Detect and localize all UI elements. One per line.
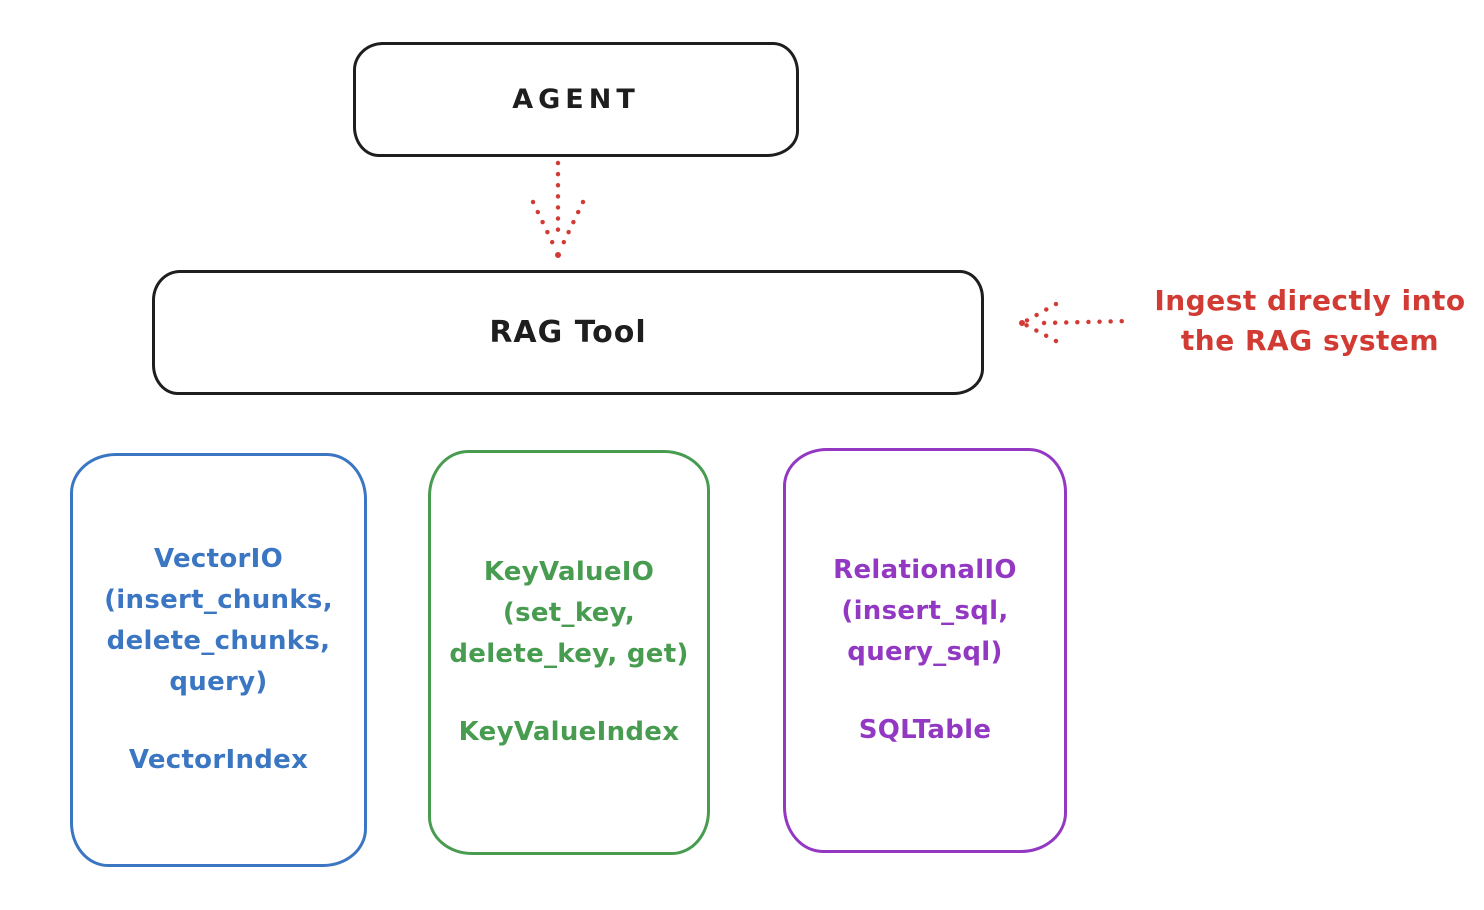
relational-io-text: RelationalIO (insert_sql, query_sql) SQL… (833, 550, 1017, 751)
spacer (104, 703, 333, 740)
agent-label: AGENT (512, 84, 640, 115)
backend-index-label: KeyValueIndex (458, 717, 680, 747)
spacer (833, 673, 1017, 710)
backend-title: RelationalIO (833, 555, 1017, 585)
backend-method-line: query) (169, 667, 268, 697)
backend-title: KeyValueIO (483, 557, 655, 587)
ingest-annotation-arrow (1019, 301, 1133, 344)
key-value-io-text: KeyValueIO (set_key, delete_key, get) Ke… (449, 552, 688, 753)
ingest-annotation-line1: Ingest directly into (1154, 284, 1466, 317)
agent-to-rag-tool-arrow (530, 160, 586, 258)
relational-io-box: RelationalIO (insert_sql, query_sql) SQL… (783, 448, 1067, 853)
backend-index-label: VectorIndex (128, 745, 309, 775)
vector-io-text: VectorIO (insert_chunks, delete_chunks, … (104, 539, 333, 781)
ingest-annotation-line2: the RAG system (1180, 324, 1440, 357)
key-value-io-box: KeyValueIO (set_key, delete_key, get) Ke… (428, 450, 710, 855)
backend-method-line: delete_key, get) (449, 639, 689, 669)
backend-method-line: (insert_sql, (841, 596, 1009, 626)
spacer (449, 675, 688, 712)
backend-method-line: (set_key, (502, 598, 636, 628)
vector-io-box: VectorIO (insert_chunks, delete_chunks, … (70, 453, 367, 867)
backend-method-line: query_sql) (847, 637, 1003, 667)
backend-method-line: (insert_chunks, (104, 585, 333, 615)
backend-title: VectorIO (153, 544, 284, 574)
rag-tool-label: RAG Tool (489, 315, 647, 350)
ingest-annotation: Ingest directly into the RAG system (1138, 281, 1482, 361)
agent-node: AGENT (353, 42, 799, 157)
rag-tool-node: RAG Tool (152, 270, 984, 395)
backend-method-line: delete_chunks, (106, 626, 331, 656)
backend-index-label: SQLTable (858, 715, 992, 745)
